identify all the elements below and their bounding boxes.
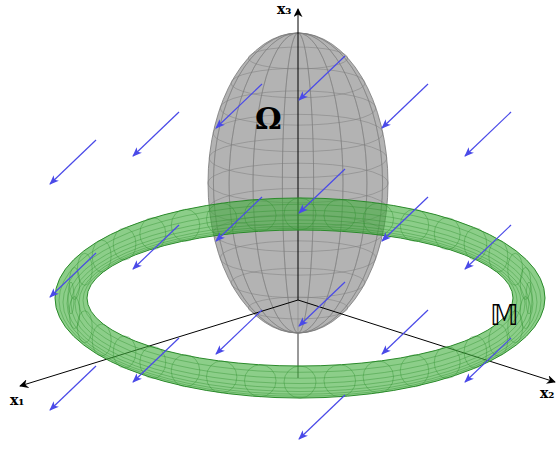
field-arrow (299, 395, 345, 439)
axis-label: x₂ (540, 386, 554, 400)
field-arrow (133, 225, 179, 269)
field-arrow (216, 310, 262, 354)
field-arrow (382, 310, 428, 354)
field-arrow (382, 84, 428, 128)
field-arrow (465, 112, 511, 156)
field-arrow (465, 338, 511, 382)
manifold-label: 𝕄 (490, 302, 519, 330)
axis-label: x₃ (277, 2, 291, 16)
field-arrow (382, 197, 428, 241)
field-arrow (299, 56, 345, 100)
torus-m (55, 198, 545, 398)
field-arrow (50, 366, 96, 410)
field-arrow (133, 338, 179, 382)
axis-label: x₁ (10, 393, 24, 407)
field-arrow (50, 140, 96, 184)
region-label: Ω (255, 104, 282, 134)
field-arrow (216, 197, 262, 241)
field-arrow (299, 282, 345, 326)
field-arrow (50, 253, 96, 297)
field-arrow (465, 225, 511, 269)
vector-field (50, 56, 511, 439)
field-arrow (133, 112, 179, 156)
field-arrow (299, 169, 345, 213)
